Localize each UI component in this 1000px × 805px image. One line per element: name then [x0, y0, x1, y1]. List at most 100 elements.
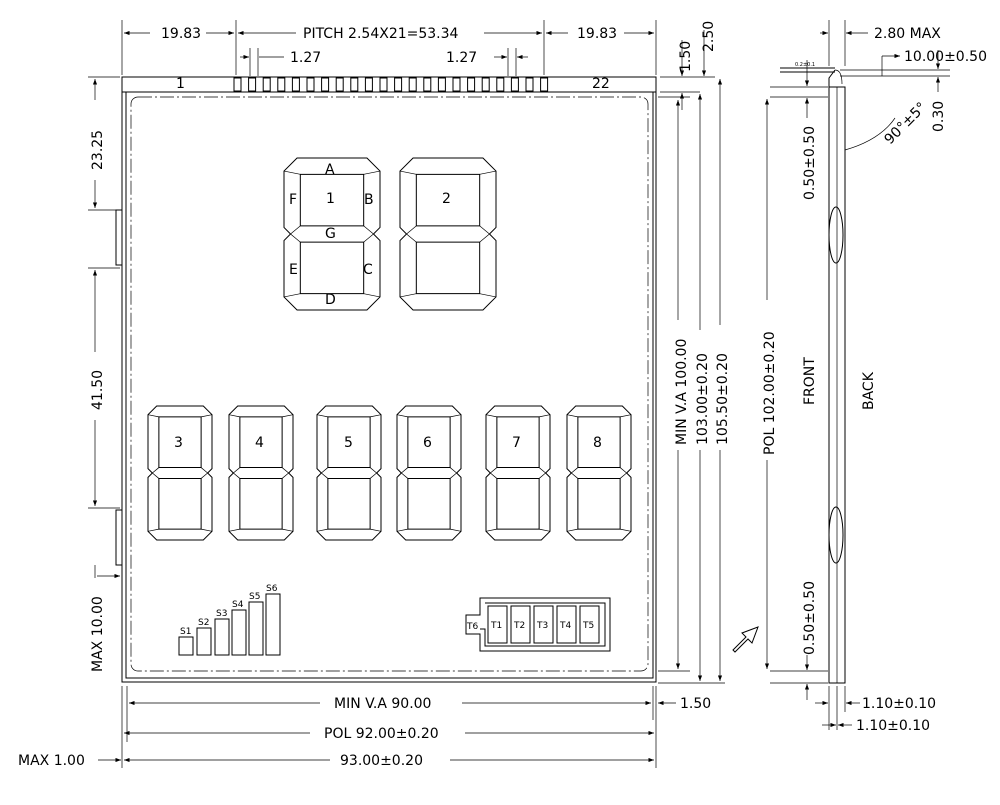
dim-top-edge2: 2.50 [701, 21, 717, 52]
digit-4 [228, 405, 294, 541]
pin [233, 77, 242, 92]
side-back-label: BACK [861, 371, 877, 410]
battery-cell-t3: T3 [536, 621, 548, 631]
dim-left-lower: MAX 10.00 [90, 596, 106, 672]
dim-side-b1: 1.10±0.10 [862, 696, 936, 712]
pin [394, 77, 403, 92]
signal-bar-s1: S1 [180, 627, 191, 637]
dim-left-middle: 41.50 [90, 370, 106, 410]
dim-bottom-left: MAX 1.00 [18, 753, 85, 769]
pin-first-label: 1 [176, 76, 185, 92]
dim-side-top: 0.50±0.50 [802, 126, 818, 200]
digit-1-label: 1 [326, 191, 335, 207]
dim-bottom-pol: POL 92.00±0.20 [324, 726, 439, 742]
pin [248, 77, 257, 92]
front-outline [115, 76, 657, 683]
digit-3 [147, 405, 213, 541]
battery-icon [465, 597, 611, 652]
segment-label-a: A [325, 162, 335, 178]
dim-pitch-right: 1.27 [446, 50, 477, 66]
battery-cell-t4: T4 [559, 621, 571, 631]
dim-side-bottom: 0.50±0.50 [802, 581, 818, 655]
dim-top-right: 19.83 [577, 26, 617, 42]
top-dimensions [121, 20, 715, 110]
digit-6 [396, 405, 462, 541]
pin [262, 77, 271, 92]
pin [379, 77, 388, 92]
pin [467, 77, 476, 92]
pin [408, 77, 417, 92]
dim-side-thickness: 2.80 MAX [874, 26, 941, 42]
segment-label-g: G [325, 226, 336, 242]
dim-side-pol: POL 102.00±0.20 [762, 331, 778, 455]
dim-bottom-total: 93.00±0.20 [340, 753, 423, 769]
dim-bottom-va: MIN V.A 90.00 [334, 696, 431, 712]
pin [335, 77, 344, 92]
right-dimensions [658, 79, 725, 684]
segment-label-c: C [363, 262, 373, 278]
side-view [764, 20, 950, 730]
dim-top-left: 19.83 [161, 26, 201, 42]
digit-2 [399, 157, 497, 311]
battery-cell-t5: T5 [582, 621, 594, 631]
signal-bar-s2: S2 [198, 618, 209, 628]
dim-side-pin-thk: 0.30 [931, 101, 947, 132]
signal-bar-s4: S4 [232, 600, 244, 610]
side-front-label: FRONT [802, 357, 818, 405]
digit-3-label: 3 [174, 435, 183, 451]
dim-side-b2: 1.10±0.10 [856, 718, 930, 734]
viewing-direction-arrow-icon [732, 626, 759, 653]
segment-label-e: E [289, 262, 298, 278]
digit-5 [316, 405, 382, 541]
pin-row [233, 77, 549, 92]
digit-group [147, 157, 632, 541]
pin [277, 77, 286, 92]
segment-label-f: F [289, 192, 297, 208]
pin-last-label: 22 [592, 76, 610, 92]
battery-cell-t1: T1 [490, 621, 502, 631]
digit-2-label: 2 [442, 191, 451, 207]
pin [540, 77, 549, 92]
digit-4-label: 4 [255, 435, 264, 451]
pin [306, 77, 315, 92]
dim-pitch: PITCH 2.54X21=53.34 [303, 26, 459, 42]
pin [437, 77, 446, 92]
battery-tip-label: T6 [466, 622, 478, 632]
signal-bars [178, 593, 281, 656]
dim-top-edge: 1.50 [678, 41, 694, 72]
dim-pitch-left: 1.27 [290, 50, 321, 66]
segment-label-b: B [364, 192, 374, 208]
segment-label-d: D [325, 292, 336, 308]
pin [364, 77, 373, 92]
pin [321, 77, 330, 92]
pin [525, 77, 534, 92]
pin [423, 77, 432, 92]
digit-8-label: 8 [593, 435, 602, 451]
signal-bar-s3: S3 [216, 609, 227, 619]
battery-cell-t2: T2 [513, 621, 525, 631]
digit-5-label: 5 [344, 435, 353, 451]
pin [510, 77, 519, 92]
left-dimensions [88, 76, 120, 579]
digit-8 [566, 405, 632, 541]
dim-side-angle: 90°±5° [882, 99, 930, 147]
digit-7 [485, 405, 551, 541]
signal-bar-s5: S5 [249, 592, 260, 602]
digit-1 [283, 157, 381, 311]
signal-bar-s6: S6 [266, 584, 278, 594]
dim-left-upper: 23.25 [90, 130, 106, 170]
dim-bottom-edge: 1.50 [680, 696, 711, 712]
pin [291, 77, 300, 92]
pin [350, 77, 359, 92]
dim-side-tiny: 0.2±0.1 [795, 62, 815, 68]
dim-right-va: MIN V.A 100.00 [674, 339, 690, 445]
pin [481, 77, 490, 92]
digit-6-label: 6 [423, 435, 432, 451]
bottom-dimensions [98, 686, 676, 768]
digit-7-label: 7 [512, 435, 521, 451]
dim-right-glass: 103.00±0.20 [695, 353, 711, 445]
dim-right-total: 105.50±0.20 [715, 353, 731, 445]
pin [452, 77, 461, 92]
